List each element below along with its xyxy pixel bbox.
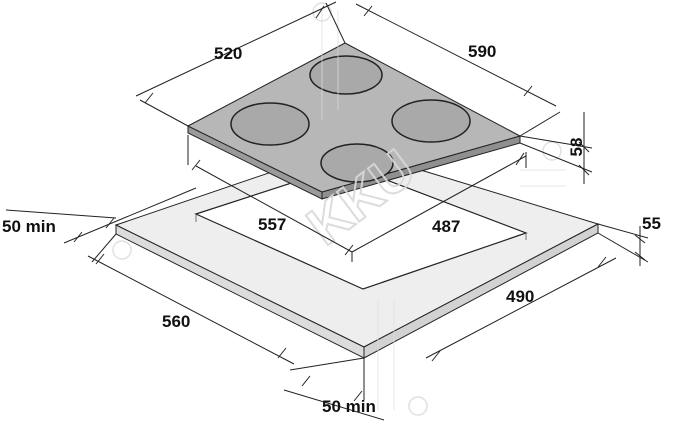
watermark-circle-right [542,141,562,161]
hob [186,42,522,200]
label-clearance-left: 50 min [2,217,56,236]
watermark-circle-top [312,2,332,22]
label-cutout-width: 557 [258,215,286,234]
dimension-labels: 520 590 58 557 487 55 490 560 50 min 50 … [2,42,661,416]
burner-left [230,102,310,146]
label-cutout-depth: 487 [432,217,460,236]
watermark-circle-bottom [408,396,428,416]
label-clearance-front: 50 min [322,397,376,416]
burner-back [309,55,383,95]
label-hob-width: 590 [468,42,496,61]
burner-right [391,99,471,143]
label-worktop-depth: 490 [506,287,534,306]
label-worktop-width: 560 [162,312,190,331]
watermark-rails [321,10,566,410]
label-hob-height: 58 [567,138,586,157]
label-hob-depth: 520 [214,44,242,63]
label-worktop-thickness: 55 [642,214,661,233]
dimension-lines [5,1,649,421]
watermark-circle-left [112,240,132,260]
burner-front [320,143,394,183]
